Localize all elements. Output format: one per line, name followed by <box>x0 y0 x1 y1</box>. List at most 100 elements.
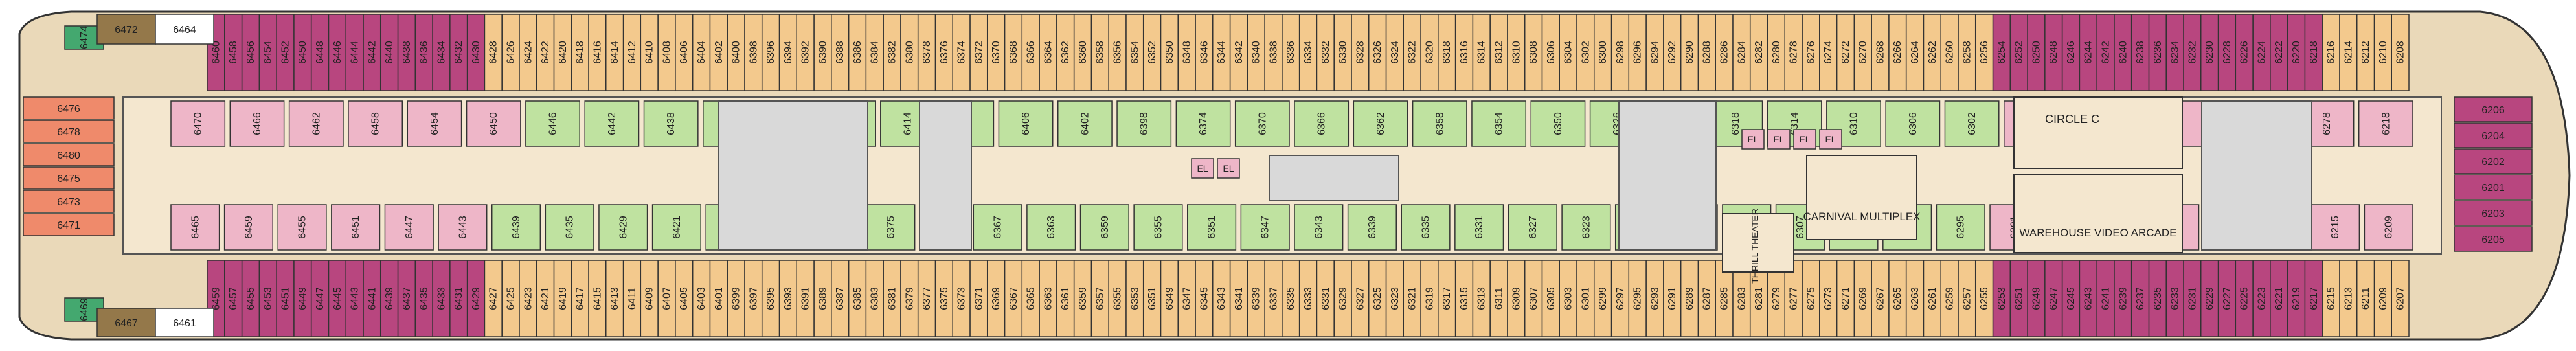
cabin-6408[interactable]: 6408 <box>657 14 676 91</box>
cabin-6363[interactable]: 6363 <box>1026 204 1076 251</box>
cabin-6429[interactable]: 6429 <box>598 204 648 251</box>
cabin-6455[interactable]: 6455 <box>241 260 260 337</box>
cabin-6347[interactable]: 6347 <box>1177 260 1196 337</box>
cabin-6390[interactable]: 6390 <box>813 14 832 91</box>
cabin-6459[interactable]: 6459 <box>207 260 225 337</box>
cabin-6410[interactable]: 6410 <box>640 14 659 91</box>
cabin-6207[interactable]: 6207 <box>2391 260 2410 337</box>
cabin-6407[interactable]: 6407 <box>657 260 676 337</box>
cabin-6427[interactable]: 6427 <box>484 260 503 337</box>
cabin-6235[interactable]: 6235 <box>2148 260 2167 337</box>
cabin-6402[interactable]: 6402 <box>1057 100 1113 147</box>
cabin-6330[interactable]: 6330 <box>1333 14 1352 91</box>
cabin-6266[interactable]: 6266 <box>1888 14 1907 91</box>
cabin-6245[interactable]: 6245 <box>2061 260 2081 337</box>
cabin-6277[interactable]: 6277 <box>1784 260 1803 337</box>
cabin-6461[interactable]: 6461 <box>155 308 214 337</box>
cabin-6466[interactable]: 6466 <box>229 100 285 147</box>
cabin-6227[interactable]: 6227 <box>2217 260 2237 337</box>
cabin-6225[interactable]: 6225 <box>2235 260 2254 337</box>
cabin-6271[interactable]: 6271 <box>1836 260 1855 337</box>
cabin-6441[interactable]: 6441 <box>363 260 381 337</box>
cabin-6387[interactable]: 6387 <box>831 260 850 337</box>
cabin-6393[interactable]: 6393 <box>778 260 797 337</box>
cabin-6313[interactable]: 6313 <box>1472 260 1491 337</box>
cabin-6224[interactable]: 6224 <box>2252 14 2271 91</box>
cabin-6419[interactable]: 6419 <box>553 260 572 337</box>
cabin-6375[interactable]: 6375 <box>866 204 916 251</box>
elevator[interactable]: EL <box>1217 158 1240 179</box>
cabin-6252[interactable]: 6252 <box>2009 14 2028 91</box>
cabin-6451[interactable]: 6451 <box>276 260 295 337</box>
cabin-6327[interactable]: 6327 <box>1508 204 1557 251</box>
cabin-6305[interactable]: 6305 <box>1541 260 1560 337</box>
cabin-6218[interactable]: 6218 <box>2358 100 2413 147</box>
cabin-6385[interactable]: 6385 <box>848 260 867 337</box>
cabin-6232[interactable]: 6232 <box>2183 14 2202 91</box>
cabin-6447[interactable]: 6447 <box>384 204 434 251</box>
cabin-6480[interactable]: 6480 <box>23 143 115 166</box>
cabin-6471[interactable]: 6471 <box>23 213 115 236</box>
cabin-6422[interactable]: 6422 <box>536 14 555 91</box>
cabin-6404[interactable]: 6404 <box>692 14 711 91</box>
cabin-6223[interactable]: 6223 <box>2252 260 2271 337</box>
cabin-6402[interactable]: 6402 <box>709 14 728 91</box>
cabin-6264[interactable]: 6264 <box>1905 14 1925 91</box>
cabin-6209[interactable]: 6209 <box>2373 260 2392 337</box>
cabin-6243[interactable]: 6243 <box>2079 260 2097 337</box>
cabin-6367[interactable]: 6367 <box>1004 260 1023 337</box>
cabin-6276[interactable]: 6276 <box>1802 14 1820 91</box>
cabin-6350[interactable]: 6350 <box>1160 14 1179 91</box>
cabin-6478[interactable]: 6478 <box>23 120 115 143</box>
cabin-6328[interactable]: 6328 <box>1351 14 1370 91</box>
cabin-6449[interactable]: 6449 <box>293 260 312 337</box>
cabin-6359[interactable]: 6359 <box>1073 260 1092 337</box>
cabin-6406[interactable]: 6406 <box>998 100 1054 147</box>
cabin-6439[interactable]: 6439 <box>379 260 399 337</box>
cabin-6355[interactable]: 6355 <box>1108 260 1127 337</box>
cabin-6222[interactable]: 6222 <box>2270 14 2288 91</box>
cabin-6377[interactable]: 6377 <box>917 260 936 337</box>
elevator[interactable]: EL <box>1191 158 1214 179</box>
cabin-6373[interactable]: 6373 <box>952 260 971 337</box>
cabin-6290[interactable]: 6290 <box>1680 14 1699 91</box>
cabin-6358[interactable]: 6358 <box>1090 14 1109 91</box>
cabin-6457[interactable]: 6457 <box>224 260 243 337</box>
cabin-6268[interactable]: 6268 <box>1871 14 1890 91</box>
cabin-6257[interactable]: 6257 <box>1958 260 1976 337</box>
cabin-6329[interactable]: 6329 <box>1333 260 1352 337</box>
venue-thrill-theater[interactable]: THRILL THEATER <box>1722 209 1794 284</box>
cabin-6315[interactable]: 6315 <box>1454 260 1474 337</box>
cabin-6382[interactable]: 6382 <box>883 14 901 91</box>
cabin-6354[interactable]: 6354 <box>1125 14 1144 91</box>
cabin-6215[interactable]: 6215 <box>2310 204 2360 251</box>
cabin-6334[interactable]: 6334 <box>1298 14 1318 91</box>
cabin-6212[interactable]: 6212 <box>2356 14 2375 91</box>
cabin-6226[interactable]: 6226 <box>2235 14 2254 91</box>
cabin-6343[interactable]: 6343 <box>1212 260 1231 337</box>
cabin-6347[interactable]: 6347 <box>1240 204 1290 251</box>
cabin-6201[interactable]: 6201 <box>2454 174 2533 200</box>
cabin-6324[interactable]: 6324 <box>1385 14 1404 91</box>
cabin-6220[interactable]: 6220 <box>2287 14 2306 91</box>
cabin-6447[interactable]: 6447 <box>310 260 330 337</box>
cabin-6464[interactable]: 6464 <box>155 14 214 45</box>
cabin-6398[interactable]: 6398 <box>1116 100 1172 147</box>
cabin-6244[interactable]: 6244 <box>2079 14 2097 91</box>
cabin-6306[interactable]: 6306 <box>1541 14 1560 91</box>
cabin-6451[interactable]: 6451 <box>331 204 381 251</box>
cabin-6274[interactable]: 6274 <box>1819 14 1838 91</box>
cabin-6416[interactable]: 6416 <box>588 14 607 91</box>
cabin-6316[interactable]: 6316 <box>1454 14 1474 91</box>
cabin-6287[interactable]: 6287 <box>1697 260 1716 337</box>
cabin-6403[interactable]: 6403 <box>692 260 711 337</box>
cabin-6335[interactable]: 6335 <box>1401 204 1451 251</box>
cabin-6215[interactable]: 6215 <box>2322 260 2340 337</box>
cabin-6260[interactable]: 6260 <box>1940 14 1959 91</box>
cabin-6394[interactable]: 6394 <box>778 14 797 91</box>
cabin-6450[interactable]: 6450 <box>466 100 521 147</box>
cabin-6278[interactable]: 6278 <box>1784 14 1803 91</box>
cabin-6396[interactable]: 6396 <box>761 14 780 91</box>
cabin-6250[interactable]: 6250 <box>2027 14 2046 91</box>
cabin-6414[interactable]: 6414 <box>605 14 624 91</box>
